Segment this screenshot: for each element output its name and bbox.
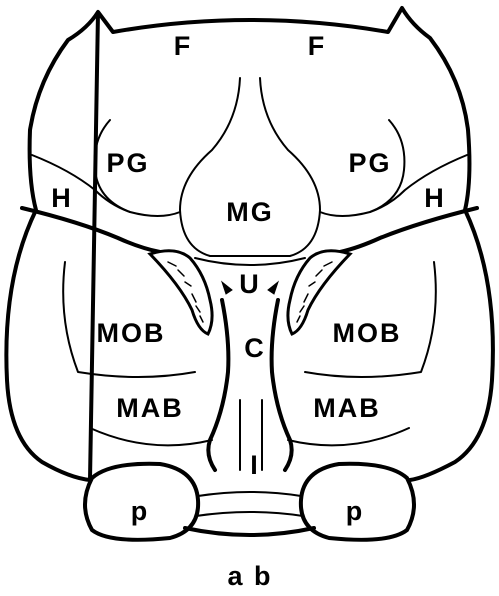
label-f-right: F [308, 31, 327, 61]
label-mab-right: MAB [313, 393, 381, 423]
u-bottom [195, 258, 305, 265]
label-p-left: p [131, 496, 150, 526]
label-i: I [250, 450, 260, 480]
label-pg-right: PG [348, 148, 391, 178]
outer-outline [6, 8, 493, 480]
mab-right-outline [288, 428, 409, 445]
label-mob-left: MOB [97, 318, 166, 348]
pad-connector-mid [196, 512, 303, 516]
label-mob-right: MOB [333, 318, 402, 348]
pad-connector-bottom [185, 528, 314, 535]
label-f-left: F [174, 31, 193, 61]
mg-outline [180, 78, 320, 256]
label-h-left: H [51, 183, 73, 213]
pad-connector-top [198, 492, 301, 496]
hook-right [268, 282, 278, 294]
figure-caption: a b [227, 561, 272, 591]
label-u: U [239, 269, 261, 299]
label-c: C [244, 333, 266, 363]
hook-left [222, 282, 232, 294]
label-mab-left: MAB [116, 393, 184, 423]
mab-left-outline [90, 428, 212, 445]
label-h-right: H [424, 183, 446, 213]
label-pg-left: PG [106, 148, 149, 178]
label-mg: MG [226, 197, 274, 227]
label-p-right: p [346, 496, 365, 526]
